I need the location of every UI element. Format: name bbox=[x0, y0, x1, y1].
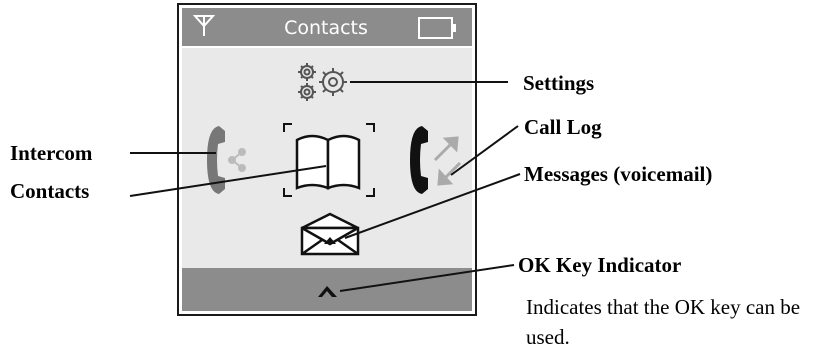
call-log-leader bbox=[450, 125, 519, 176]
intercom-callout: Intercom bbox=[10, 141, 93, 165]
ok-key-description: Indicates that the OK key can be used. bbox=[526, 295, 801, 349]
contacts-callout: Contacts bbox=[10, 179, 89, 203]
selection-focus-corners bbox=[283, 123, 375, 197]
phone-screen: Contacts bbox=[177, 3, 477, 316]
ok-key-icon[interactable] bbox=[318, 286, 337, 297]
title-bar bbox=[182, 8, 472, 46]
contacts-leader bbox=[129, 165, 327, 197]
leader-lines bbox=[129, 81, 521, 292]
call-log-callout: Call Log bbox=[524, 115, 602, 139]
envelope-icon[interactable] bbox=[300, 212, 360, 256]
settings-gears-icon[interactable] bbox=[298, 63, 347, 101]
messages-callout: Messages (voicemail) bbox=[524, 162, 712, 186]
screen-title: Contacts bbox=[284, 17, 368, 39]
ok-key-leader bbox=[339, 264, 515, 292]
open-book-icon[interactable] bbox=[295, 134, 361, 190]
battery-icon bbox=[418, 17, 456, 39]
antenna-icon bbox=[192, 15, 216, 36]
call-log-handset-icon[interactable] bbox=[410, 126, 462, 194]
settings-callout: Settings bbox=[523, 71, 594, 95]
intercom-handset-icon[interactable] bbox=[207, 126, 246, 194]
messages-leader bbox=[344, 173, 521, 239]
ok-key-callout: OK Key Indicator bbox=[518, 253, 681, 277]
